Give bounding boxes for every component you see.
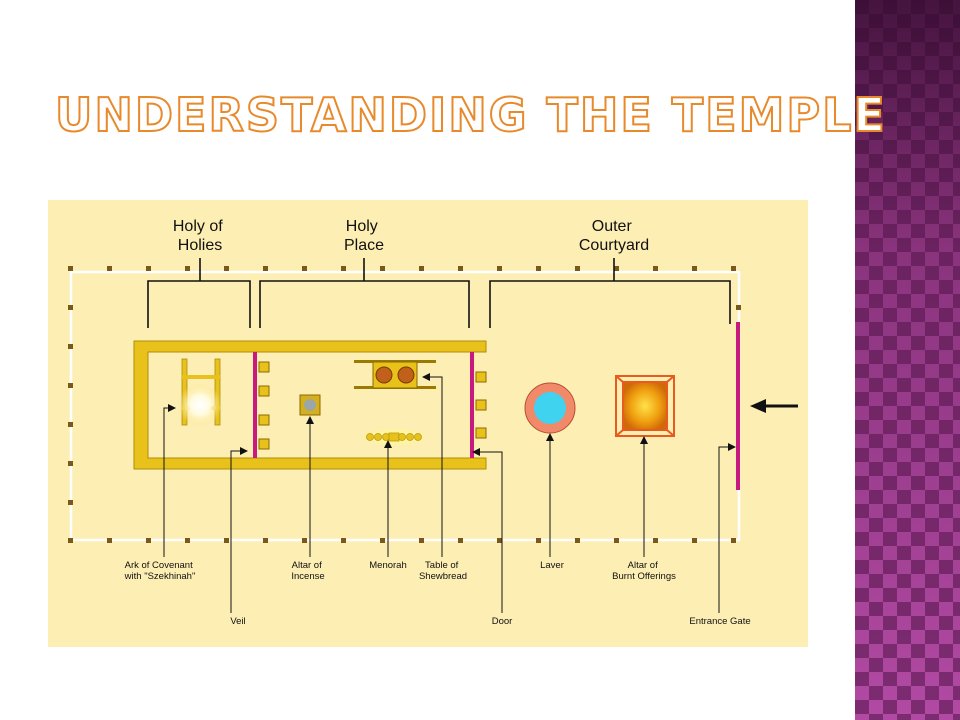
courtyard-post [692,266,697,271]
altar-of-incense [299,394,321,416]
altar-of-burnt-offerings [615,375,675,437]
courtyard-post [107,266,112,271]
section-label-holy-of-holies: Holy of Holies [173,218,227,254]
courtyard-post [146,266,151,271]
bracket-holy-place [259,258,470,328]
courtyard-post [68,500,73,505]
bracket-outer-courtyard [489,258,731,328]
courtyard-post [380,538,385,543]
courtyard-post [68,305,73,310]
menorah [360,427,428,447]
label-ark-of-covenant: Ark of Covenant with "Szekhinah" [124,560,196,582]
courtyard-post [458,538,463,543]
courtyard-post [653,538,658,543]
courtyard-post [68,461,73,466]
courtyard-post [575,538,580,543]
label-menorah: Menorah [369,560,407,571]
courtyard-post [419,266,424,271]
laver [524,382,576,434]
leader-lines [163,373,736,613]
courtyard-post [575,266,580,271]
label-table-of-shewbread: Table of Shewbread [419,560,467,582]
courtyard-posts [68,266,741,543]
tabernacle-wall [133,340,487,470]
label-altar-of-burnt-offerings: Altar of Burnt Offerings [612,560,676,582]
label-door: Door [492,616,513,627]
courtyard-post [68,344,73,349]
pillars-door [475,371,487,439]
courtyard-post [497,538,502,543]
label-altar-of-incense: Altar of Incense [291,560,324,582]
bracket-holy-of-holies [147,258,251,328]
courtyard-post [692,538,697,543]
courtyard-post [497,266,502,271]
label-entrance-gate: Entrance Gate [689,616,750,627]
temple-diagram: Holy of Holies Holy Place Outer Courtyar… [48,200,808,647]
courtyard-post [68,538,73,543]
slide-title: Understanding the Temple [54,88,887,142]
courtyard-post [68,266,73,271]
courtyard-post [536,538,541,543]
entrance-gate-curtain [736,322,740,490]
courtyard-post [536,266,541,271]
courtyard-post [380,266,385,271]
courtyard-post [107,538,112,543]
courtyard-post [68,422,73,427]
courtyard-post [302,266,307,271]
courtyard-post [731,538,736,543]
table-of-shewbread [354,360,436,389]
label-laver: Laver [540,560,564,571]
courtyard-post [263,266,268,271]
veil-curtain [253,352,257,458]
courtyard-post [263,538,268,543]
courtyard-post [224,266,229,271]
decorative-side-panel [855,0,960,720]
section-label-outer-courtyard: Outer Courtyard [579,218,649,254]
courtyard-post [302,538,307,543]
courtyard-post [185,266,190,271]
courtyard-post [653,266,658,271]
courtyard-post [341,538,346,543]
section-label-holy-place: Holy Place [344,218,384,254]
pillars-veil [258,361,270,450]
label-veil: Veil [230,616,245,627]
courtyard-post [731,266,736,271]
courtyard-post [419,538,424,543]
courtyard-post [614,538,619,543]
entrance-arrow [750,399,798,413]
courtyard-post [341,266,346,271]
courtyard-post [736,305,741,310]
door-curtain [470,352,474,458]
temple-diagram-svg: Holy of Holies Holy Place Outer Courtyar… [68,218,798,627]
courtyard-post [224,538,229,543]
courtyard-post [185,538,190,543]
courtyard-post [614,266,619,271]
courtyard-post [68,383,73,388]
courtyard-post [458,266,463,271]
courtyard-post [146,538,151,543]
ark-of-covenant [178,358,222,427]
